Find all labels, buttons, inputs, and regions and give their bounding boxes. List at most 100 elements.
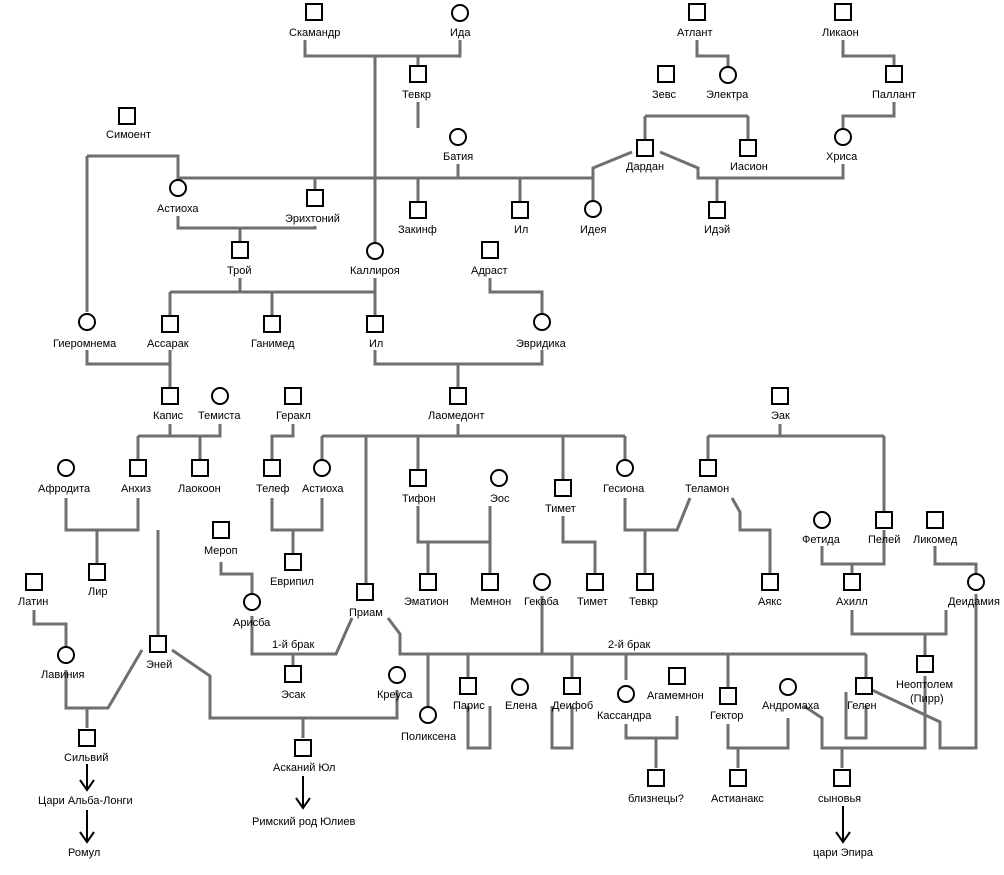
label-aeneas: Эней: [146, 659, 172, 671]
line-helenus-deidamia: [871, 594, 978, 750]
label-peleus: Пелей: [868, 534, 900, 546]
nodes: [25, 3, 985, 787]
label-callirrhoe: Каллироя: [350, 265, 400, 277]
label-astyoche-2: Астиоха: [302, 483, 344, 495]
line-priam-arisbe: [250, 616, 354, 666]
line-capys-themiste: [136, 424, 222, 460]
node-astyanax: [729, 769, 747, 787]
line-cassandra-agamemnon: [624, 716, 679, 768]
descent-arrows: [79, 764, 851, 844]
arrow-alba-longa: [79, 810, 95, 844]
label-thymoetes: Тимет: [545, 503, 576, 515]
node-aphrodite: [57, 459, 75, 477]
label-neoptolemus-2: (Пирр): [910, 693, 944, 705]
node-astyoche-1: [169, 179, 187, 197]
label-hieromneme: Гиеромнема: [53, 338, 117, 350]
label-laomedon: Лаомедонт: [428, 410, 485, 422]
label-memnon: Мемнон: [470, 596, 511, 608]
label-tithonus: Тифон: [402, 493, 436, 505]
label-paris: Парис: [453, 700, 485, 712]
arrow-silvius: [79, 764, 95, 792]
label-aphrodite: Афродита: [38, 483, 91, 495]
label-batia: Батия: [443, 151, 473, 163]
label-ilus: Ил: [369, 338, 383, 350]
label-merops: Мероп: [204, 545, 238, 557]
node-achilles: [843, 573, 861, 591]
node-hieromneme: [78, 313, 96, 331]
node-teucer-old: [409, 65, 427, 83]
node-tros: [231, 241, 249, 259]
node-ajax: [761, 573, 779, 591]
label-neoptolemus-1: Неоптолем: [896, 679, 953, 691]
label-lycomedes: Ликомед: [913, 534, 958, 546]
line-latinus-lavinia: [32, 610, 68, 646]
label-twins: близнецы?: [628, 793, 684, 805]
label-thymoetes-jr: Тимет: [577, 596, 608, 608]
label-ascanius: Асканий Юл: [273, 762, 335, 774]
node-lavinia: [57, 646, 75, 664]
node-simoeis: [118, 107, 136, 125]
node-idaea: [584, 200, 602, 218]
label-eurydice: Эвридика: [516, 338, 567, 350]
node-deidamia: [967, 573, 985, 591]
line-pallas-chryse: [841, 102, 896, 128]
arrow-sons: [835, 806, 851, 844]
label-scamander: Скамандр: [289, 27, 340, 39]
label-achilles: Ахилл: [836, 596, 868, 608]
label-aeacus: Эак: [771, 410, 790, 422]
node-arisbe: [243, 593, 261, 611]
node-priam: [356, 583, 374, 601]
label-arisbe: Арисба: [233, 617, 271, 629]
node-thymoetes: [554, 479, 572, 497]
node-aeacus: [771, 387, 789, 405]
label-lycaon: Ликаон: [822, 27, 859, 39]
node-telephus: [263, 459, 281, 477]
line-astyoche-erichthonius: [176, 216, 317, 242]
node-merops: [212, 521, 230, 539]
line-telephus-astyoche: [270, 498, 324, 554]
label-romulus: Ромул: [68, 847, 100, 859]
label-eurypylus: Еврипил: [270, 576, 314, 588]
node-hector: [719, 687, 737, 705]
label-hecuba: Гекаба: [524, 596, 560, 608]
label-capys: Капис: [153, 410, 184, 422]
label-silvius: Сильвий: [64, 752, 108, 764]
label-assaracus: Ассарак: [147, 338, 189, 350]
node-assaracus: [161, 315, 179, 333]
node-eurypylus: [284, 553, 302, 571]
label-julii: Римский род Юлиев: [252, 816, 355, 828]
line-achilles-deidamia: [850, 610, 948, 656]
label-cassandra: Кассандра: [597, 710, 652, 722]
label-heracles: Геракл: [276, 410, 311, 422]
line-ilus-eurydice: [373, 350, 544, 388]
label-tros: Трой: [227, 265, 251, 277]
node-aeneas: [149, 635, 167, 653]
node-idaeus: [708, 201, 726, 219]
line-aeacus-children: [706, 424, 886, 512]
line-andromache-helenus: [803, 676, 927, 750]
label-lavinia: Лавиния: [41, 669, 85, 681]
node-eos: [490, 469, 508, 487]
label-latinus: Латин: [18, 596, 48, 608]
node-astyoche-2: [313, 459, 331, 477]
label-aesacus: Эсак: [281, 689, 306, 701]
node-eurydice: [533, 313, 551, 331]
label-deidamia: Деидамия: [948, 596, 1000, 608]
node-callirrhoe: [366, 242, 384, 260]
line-deiphobus-helen: [550, 706, 574, 750]
label-chryse: Хриса: [826, 151, 858, 163]
node-aesacus: [284, 665, 302, 683]
node-lyrus: [88, 563, 106, 581]
label-ganymede: Ганимед: [251, 338, 295, 350]
node-atlas: [688, 3, 706, 21]
label-epirus: цари Эпира: [813, 847, 874, 859]
label-zeus: Зевс: [652, 89, 676, 101]
node-laocoon: [191, 459, 209, 477]
label-simoeis: Симоент: [106, 129, 151, 141]
label-idaeus: Идэй: [704, 224, 730, 236]
label-hector: Гектор: [710, 710, 743, 722]
label-idaea: Идея: [580, 224, 606, 236]
node-batia: [449, 128, 467, 146]
label-sons: сыновья: [818, 793, 861, 805]
